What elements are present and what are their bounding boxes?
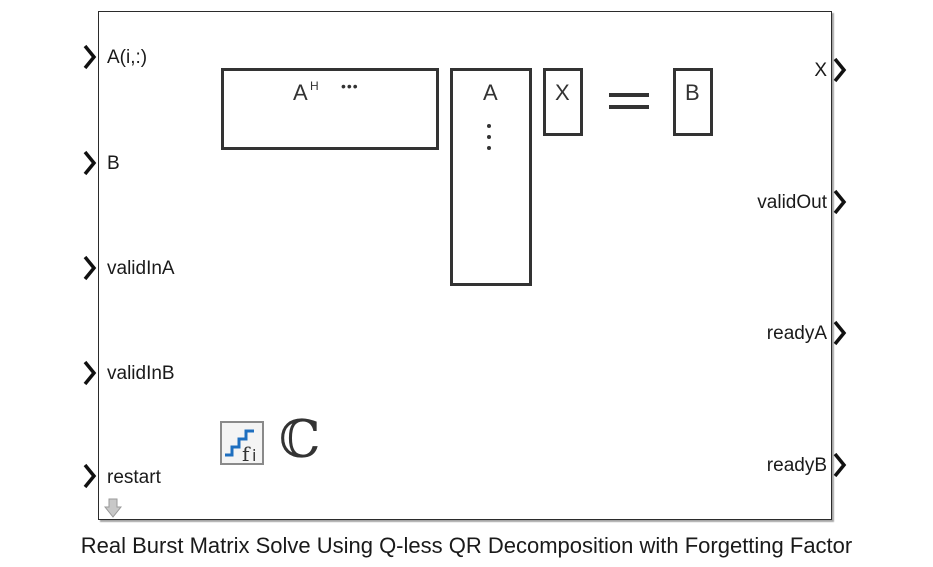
input-port-validina: validInA	[107, 258, 175, 279]
equals-sign-top	[609, 93, 649, 97]
vertical-ellipsis-dot	[487, 135, 491, 139]
a-matrix-label: A	[483, 80, 498, 105]
input-port-arrow-icon[interactable]	[83, 255, 97, 281]
input-port-validinb: validInB	[107, 363, 175, 384]
fixed-point-icon: f i	[220, 421, 264, 465]
output-port-arrow-icon[interactable]	[833, 189, 847, 215]
down-arrow-icon	[104, 498, 122, 518]
svg-text:f: f	[242, 442, 251, 465]
input-port-arrow-icon[interactable]	[83, 44, 97, 70]
x-vector-box	[543, 68, 583, 136]
equals-sign-bottom	[609, 105, 649, 109]
output-port-readyb: readyB	[766, 455, 827, 476]
horizontal-ellipsis: •••	[341, 78, 359, 94]
svg-text:i: i	[252, 446, 256, 465]
a-hermitian-matrix-box	[221, 68, 439, 150]
x-vector-label: X	[555, 80, 570, 105]
input-port-arrow-icon[interactable]	[83, 360, 97, 386]
output-port-arrow-icon[interactable]	[833, 320, 847, 346]
output-port-readya: readyA	[766, 323, 827, 344]
vertical-ellipsis-dot	[487, 146, 491, 150]
complex-icon: ℂ	[279, 410, 321, 470]
b-vector-label: B	[685, 80, 700, 105]
a-hermitian-label: A	[293, 80, 308, 105]
input-port-arrow-icon[interactable]	[83, 150, 97, 176]
output-port-validout: validOut	[757, 192, 827, 213]
vertical-ellipsis-dot	[487, 124, 491, 128]
input-port-b: B	[107, 153, 120, 174]
input-port-a-row: A(i,:)	[107, 47, 148, 68]
output-port-x: X	[814, 60, 827, 81]
a-matrix-box	[450, 68, 532, 286]
block-caption: Real Burst Matrix Solve Using Q-less QR …	[80, 533, 853, 558]
hermitian-superscript: H	[310, 79, 319, 93]
input-port-restart: restart	[107, 467, 161, 488]
output-port-arrow-icon[interactable]	[833, 57, 847, 83]
input-port-arrow-icon[interactable]	[83, 463, 97, 489]
b-vector-box	[673, 68, 713, 136]
output-port-arrow-icon[interactable]	[833, 452, 847, 478]
